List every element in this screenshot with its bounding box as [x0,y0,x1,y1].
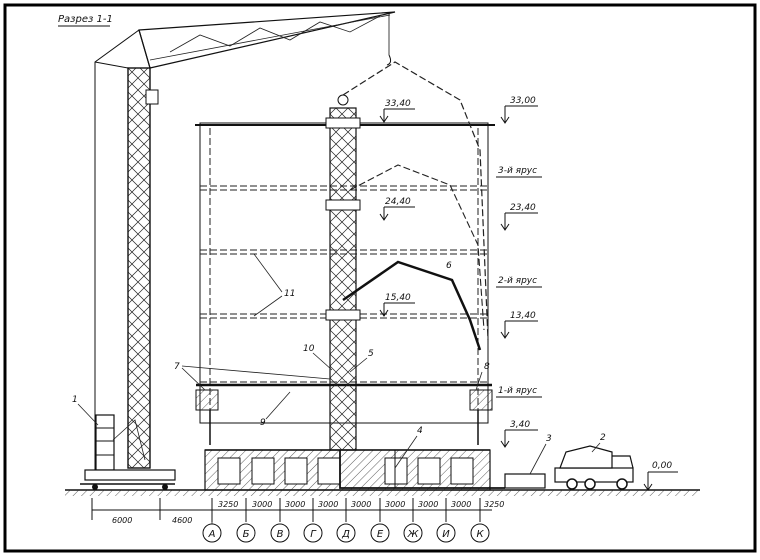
callout-10-label: 10 [303,344,315,354]
callout-5-label: 5 [368,349,374,359]
elevation-mark-13-40: 13,40 [500,311,538,339]
sheet-border [3,3,757,553]
elevation-label-3-40: 3,40 [510,420,530,430]
elevation-mark-33-40: 33,40 [379,99,415,123]
elevation-mark-33-00: 33,00 [500,96,538,124]
dimension-line: 6000 4600 3250 3000 3000 3000 3000 3000 … [91,498,504,525]
pump-boom-upper [342,61,489,341]
callout-8-label: 8 [484,362,490,372]
tier-label-2-text: 2-й ярус [498,276,537,286]
callout-5: 5 [349,349,374,373]
dimension-label-3: 3000 [252,500,272,509]
callout-10: 10 [303,344,333,371]
elevation-mark-0-00: 0,00 [643,461,678,491]
elevation-label-13-40: 13,40 [510,311,536,321]
callout-4: 4 [394,426,423,469]
dimension-label-4: 3000 [285,500,305,509]
callout-8: 8 [475,362,490,391]
concrete-mixer-truck [554,445,634,490]
axis-marker-g: Г [310,529,317,540]
callout-2-label: 2 [600,433,606,443]
drawing-title: Разрез 1-1 [58,14,113,25]
tower-crane [80,11,396,490]
dimension-label-9: 3000 [451,500,471,509]
tier-label-1-text: 1-й ярус [498,386,537,396]
axis-marker-d: Д [341,529,350,540]
crane-jib [138,11,396,69]
callout-11: 11 [253,253,295,317]
axis-marker-i: И [442,529,450,540]
elevation-label-24-40: 24,40 [385,197,411,207]
callout-4-label: 4 [417,426,423,436]
dimension-label-5: 3000 [318,500,338,509]
callout-7: 7 [174,362,331,391]
axis-marker-e: Е [377,529,384,540]
ground [65,489,700,496]
callout-6-label: 6 [446,261,452,271]
crane-counterweight [95,414,115,471]
concrete-pump [504,473,546,489]
building-frame [195,122,495,491]
concrete-pipeline [339,450,505,489]
callout-6: 6 [446,261,452,271]
dimension-label-7: 3000 [385,500,405,509]
dimension-label-10: 3250 [484,500,504,509]
elevation-label-33-40: 33,40 [385,99,411,109]
axis-markers: А Б В Г Д Е Ж И К [202,522,490,543]
elevation-label-0-00: 0,00 [652,461,672,471]
elevation-label-33-00: 33,00 [510,96,536,106]
callout-9-label: 9 [260,418,266,428]
dimension-label-0: 6000 [112,516,132,525]
tier-label-1: 1-й ярус [496,386,542,398]
callout-1-label: 1 [72,395,78,405]
callout-7-label: 7 [174,362,180,372]
axis-marker-k: К [476,529,484,540]
axis-marker-zh: Ж [407,529,420,540]
elevation-mark-23-40: 23,40 [500,203,538,231]
axis-marker-a: А [208,529,216,540]
dimension-label-6: 3000 [351,500,371,509]
central-mast [325,94,361,451]
callout-11-label: 11 [284,289,295,299]
tier-label-3-text: 3-й ярус [498,166,537,176]
tier-label-2: 2-й ярус [496,276,542,288]
callout-2: 2 [591,433,606,453]
callout-3-label: 3 [546,434,552,444]
callout-3: 3 [529,434,552,475]
pump-boom-middle [349,164,485,331]
tier-label-3: 3-й ярус [496,166,542,178]
dimension-label-8: 3000 [418,500,438,509]
elevation-mark-3-40: 3,40 [500,420,538,448]
pump-boom-lower [342,260,482,351]
foundation [204,449,491,491]
elevation-mark-24-40: 24,40 [379,197,415,221]
dimension-label-1: 4600 [172,516,192,525]
axis-marker-v: В [277,529,284,540]
elevation-mark-15-40: 15,40 [379,293,415,317]
callout-1: 1 [72,395,99,426]
elevation-label-23-40: 23,40 [510,203,536,213]
axis-marker-b: Б [243,529,250,540]
callout-9: 9 [260,391,291,428]
dimension-label-2: 3250 [218,500,238,509]
elevation-label-15-40: 15,40 [385,293,411,303]
